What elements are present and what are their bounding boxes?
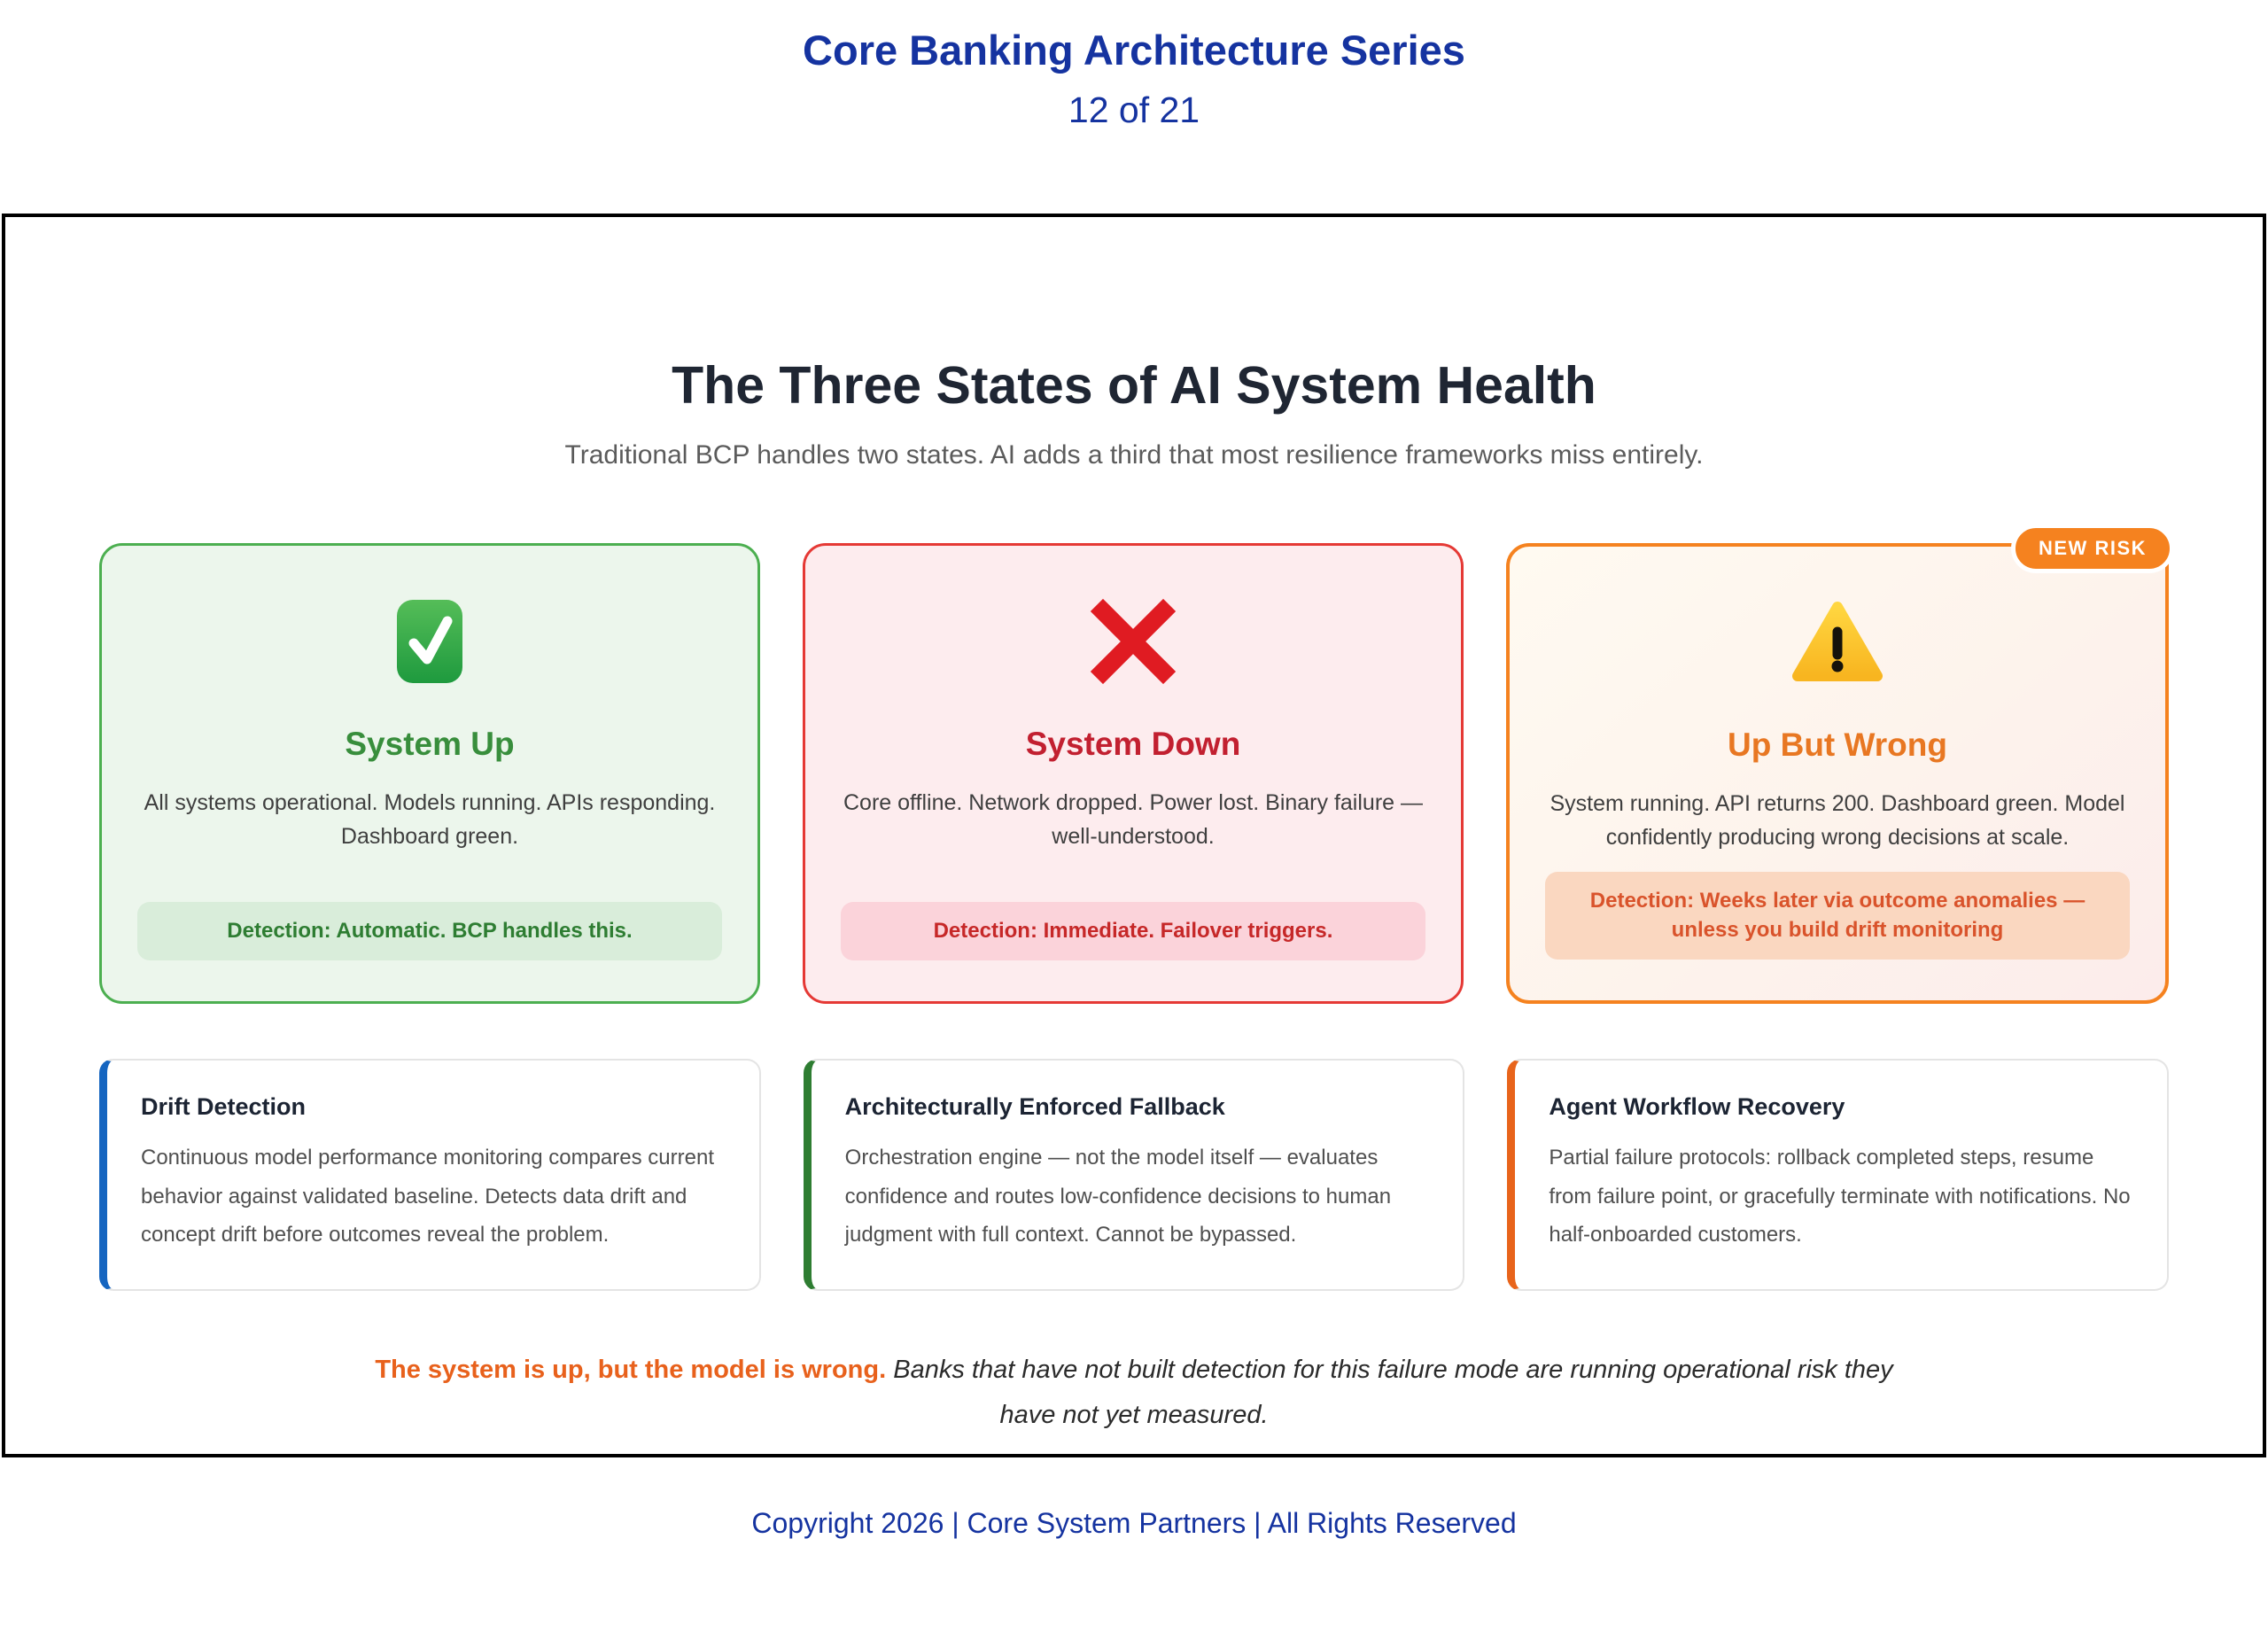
closing-text: Banks that have not built detection for …	[893, 1355, 1893, 1429]
state-card-up-but-wrong: NEW RISK Up But Wrong System run	[1506, 524, 2174, 1005]
series-header: Core Banking Architecture Series 12 of 2…	[0, 0, 2268, 130]
capability-card-drift-detection: Drift Detection Continuous model perform…	[99, 1059, 761, 1291]
state-card-title: Up But Wrong	[1728, 727, 1947, 764]
series-title: Core Banking Architecture Series	[803, 27, 1465, 74]
state-card-description: System running. API returns 200. Dashboa…	[1550, 790, 2125, 851]
warning-triangle-icon	[1540, 598, 2135, 687]
page-indicator: 12 of 21	[1068, 89, 1200, 131]
capability-card-enforced-fallback: Architecturally Enforced Fallback Orches…	[803, 1059, 1465, 1291]
copyright-footer: Copyright 2026 | Core System Partners | …	[0, 1507, 2268, 1540]
state-card-title: System Down	[1025, 726, 1241, 763]
main-title: The Three States of AI System Health	[672, 356, 1596, 416]
capability-cards-row: Drift Detection Continuous model perform…	[99, 1059, 2170, 1291]
capability-card-description: Partial failure protocols: rollback comp…	[1549, 1146, 2131, 1247]
state-cards-row: System Up All systems operational. Model…	[99, 524, 2174, 1005]
detection-note: Detection: Immediate. Failover triggers.	[841, 902, 1425, 961]
state-card-title: System Up	[345, 726, 515, 763]
cross-mark-icon	[835, 597, 1431, 686]
detection-note: Detection: Weeks later via outcome anoma…	[1545, 871, 2130, 960]
state-card-description: All systems operational. Models running.…	[144, 789, 716, 850]
state-card-system-down: System Down Core offline. Network droppe…	[803, 543, 1464, 1005]
check-mark-icon	[132, 597, 727, 686]
content-frame: The Three States of AI System Health Tra…	[2, 214, 2266, 1458]
new-risk-badge: NEW RISK	[2011, 524, 2174, 574]
capability-card-title: Drift Detection	[141, 1093, 307, 1121]
main-subtitle: Traditional BCP handles two states. AI a…	[564, 440, 1704, 470]
copyright-text: Copyright 2026 | Core System Partners | …	[751, 1507, 1517, 1540]
capability-card-title: Agent Workflow Recovery	[1549, 1093, 1845, 1121]
closing-highlight: The system is up, but the model is wrong…	[375, 1355, 887, 1384]
capability-card-agent-workflow-recovery: Agent Workflow Recovery Partial failure …	[1507, 1059, 2170, 1291]
detection-note: Detection: Automatic. BCP handles this.	[137, 902, 722, 961]
state-card-system-up: System Up All systems operational. Model…	[99, 543, 760, 1005]
capability-card-title: Architecturally Enforced Fallback	[844, 1093, 1225, 1121]
closing-statement: The system is up, but the model is wrong…	[354, 1348, 1914, 1438]
capability-card-description: Continuous model performance monitoring …	[141, 1146, 714, 1247]
capability-card-description: Orchestration engine — not the model its…	[844, 1146, 1392, 1247]
state-card-description: Core offline. Network dropped. Power los…	[843, 789, 1423, 850]
